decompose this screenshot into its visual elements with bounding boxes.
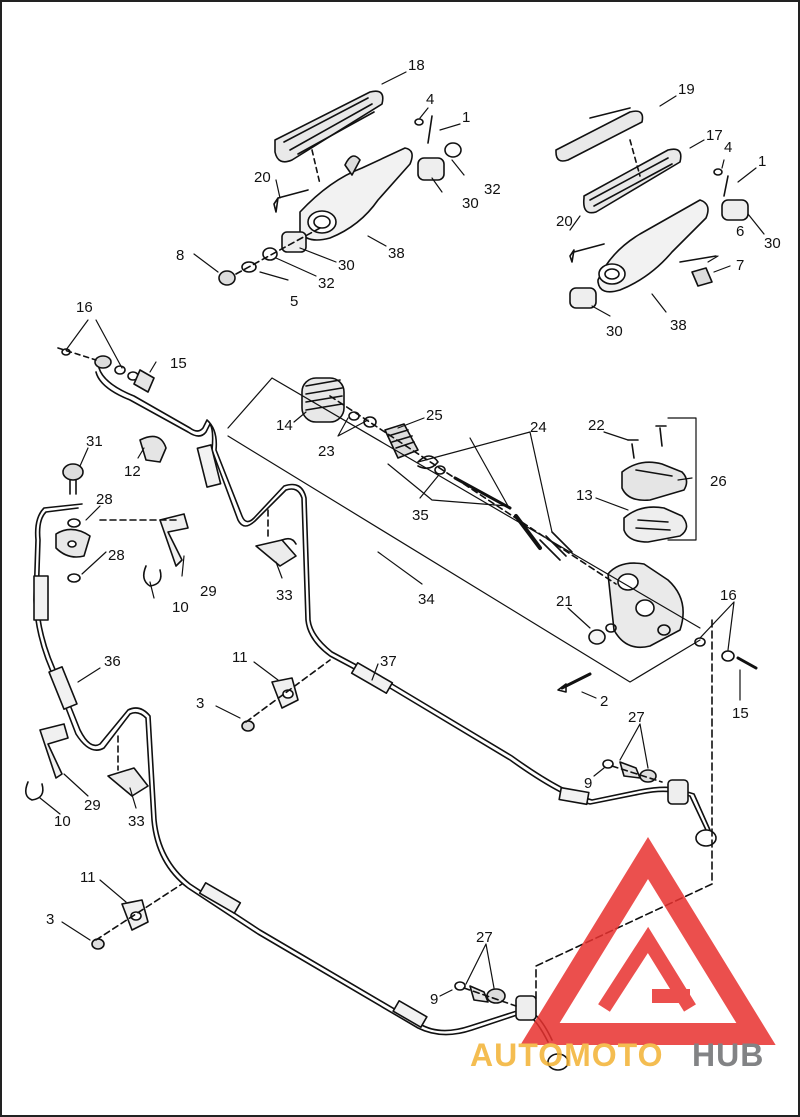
footboard-right	[555, 107, 749, 309]
callout-33: 33	[276, 587, 293, 604]
callout-12: 12	[124, 463, 141, 480]
callout-22: 22	[588, 417, 605, 434]
callout-31: 31	[86, 433, 103, 450]
callout-23: 23	[318, 443, 335, 460]
callout-38: 38	[388, 245, 405, 262]
callout-6: 6	[736, 223, 744, 240]
brake-lines	[33, 367, 717, 1071]
callout-7: 7	[736, 257, 744, 274]
callout-11: 11	[80, 869, 96, 886]
watermark-logo-icon	[520, 836, 776, 1045]
callout-3: 3	[196, 695, 204, 712]
callout-30: 30	[338, 257, 355, 274]
callout-1: 1	[758, 153, 766, 170]
callout-10: 10	[54, 813, 71, 830]
callout-3: 3	[46, 911, 54, 928]
callout-14: 14	[276, 417, 293, 434]
fittings-and-clips	[24, 347, 713, 1007]
callout-1: 1	[462, 109, 470, 126]
callout-4: 4	[426, 91, 434, 108]
master-cylinder-assembly	[227, 377, 758, 693]
callout-28: 28	[108, 547, 125, 564]
callout-10: 10	[172, 599, 189, 616]
callout-18: 18	[408, 57, 425, 74]
callout-9: 9	[430, 991, 438, 1008]
callout-15: 15	[732, 705, 749, 722]
callout-29: 29	[200, 583, 217, 600]
callout-13: 13	[576, 487, 593, 504]
callout-16: 16	[76, 299, 93, 316]
callout-16: 16	[720, 587, 737, 604]
callout-25: 25	[426, 407, 443, 424]
callout-24: 24	[530, 419, 547, 436]
callout-36: 36	[104, 653, 121, 670]
watermark-text-hub: HUB	[692, 1037, 764, 1073]
callout-32: 32	[318, 275, 335, 292]
callout-33: 33	[128, 813, 145, 830]
callout-28: 28	[96, 491, 113, 508]
callout-4: 4	[724, 139, 732, 156]
callout-5: 5	[290, 293, 298, 310]
callout-20: 20	[254, 169, 271, 186]
watermark: AUTOMOTO HUB	[470, 836, 776, 1073]
callout-27: 27	[628, 709, 645, 726]
callout-21: 21	[556, 593, 573, 610]
leader-lines	[39, 71, 765, 997]
callout-8: 8	[176, 247, 184, 264]
callout-labels: 18 4 1 32 30 20 38 8 30 32 5 19 17 4 1 2…	[46, 57, 781, 1008]
callout-27: 27	[476, 929, 493, 946]
callout-15: 15	[170, 355, 187, 372]
callout-29: 29	[84, 797, 101, 814]
callout-35: 35	[412, 507, 429, 524]
callout-19: 19	[678, 81, 695, 98]
callout-32: 32	[484, 181, 501, 198]
callout-30: 30	[606, 323, 623, 340]
callout-37: 37	[380, 653, 397, 670]
callout-30: 30	[764, 235, 781, 252]
callout-9: 9	[584, 775, 592, 792]
parts-artwork	[24, 71, 765, 1071]
callout-30: 30	[462, 195, 479, 212]
callout-26: 26	[710, 473, 727, 490]
callout-38: 38	[670, 317, 687, 334]
callout-20: 20	[556, 213, 573, 230]
callout-17: 17	[706, 127, 723, 144]
callout-2: 2	[600, 693, 608, 710]
watermark-text-auto: AUTOMOTO	[470, 1037, 663, 1073]
footboard-left	[218, 90, 462, 286]
callout-11: 11	[232, 649, 248, 666]
callout-34: 34	[418, 591, 435, 608]
watermark-logo-inner-icon	[598, 926, 696, 1012]
